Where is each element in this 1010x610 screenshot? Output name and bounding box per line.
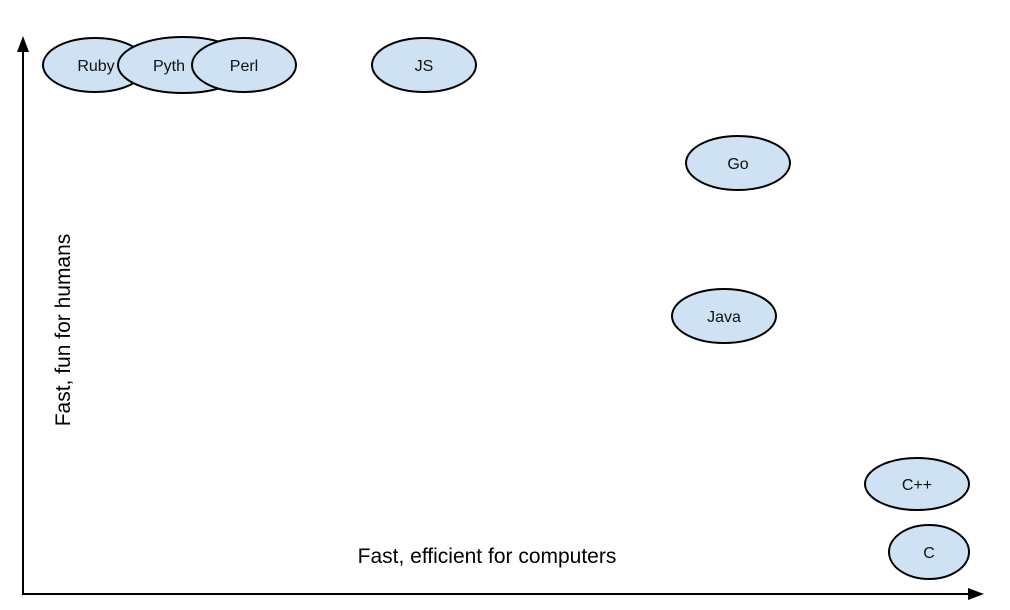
language-node-js: JS <box>371 37 477 93</box>
y-axis-arrowhead <box>17 36 29 52</box>
language-bubble <box>371 37 477 93</box>
language-label: C++ <box>902 477 932 494</box>
language-node-go: Go <box>685 135 791 191</box>
language-label: Perl <box>230 58 258 75</box>
language-bubble <box>685 135 791 191</box>
language-node-perl: Perl <box>191 37 297 93</box>
axes <box>17 36 984 600</box>
language-label: C <box>923 545 935 562</box>
language-bubble <box>888 524 970 580</box>
language-node-c: C <box>888 524 970 580</box>
language-bubble <box>191 37 297 93</box>
language-node-cpp: C++ <box>864 457 970 511</box>
language-bubble <box>671 288 777 344</box>
language-label: Pyth <box>153 58 185 75</box>
language-label: JS <box>415 58 434 75</box>
language-node-java: Java <box>671 288 777 344</box>
language-label: Ruby <box>77 58 114 75</box>
x-axis-label: Fast, efficient for computers <box>358 545 617 568</box>
language-label: Go <box>727 156 748 173</box>
x-axis-arrowhead <box>968 588 984 600</box>
language-bubble <box>864 457 970 511</box>
language-label: Java <box>707 309 741 326</box>
y-axis-label: Fast, fun for humans <box>52 234 75 427</box>
language-node-ruby: Ruby <box>42 37 148 93</box>
